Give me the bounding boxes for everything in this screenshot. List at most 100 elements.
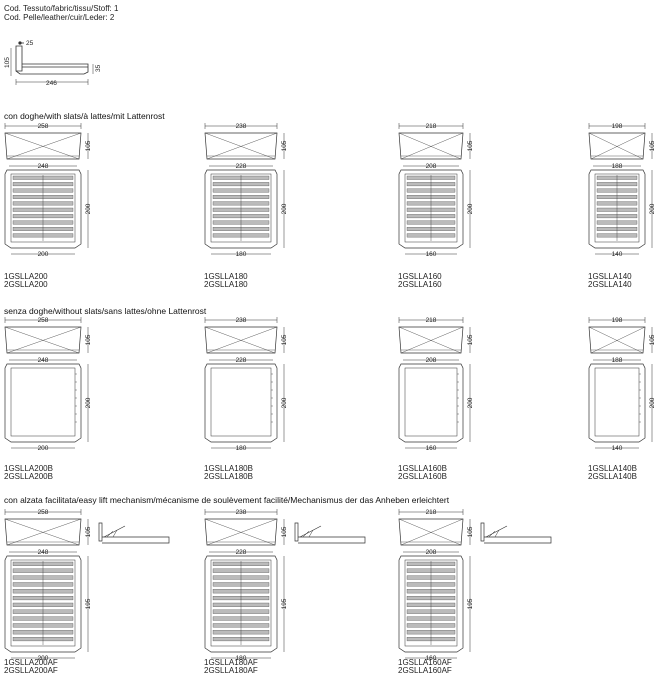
mattress-area [10,367,76,437]
lift-piston [494,529,500,538]
mattress-area [594,367,640,437]
headboard-diagonal [590,326,646,354]
top-width-label: 198 [612,123,623,130]
bed-frame-plan [4,169,82,249]
bed-slats-140 [588,123,653,255]
bed-frame-plan [398,363,464,443]
bed-frame-plan [398,555,464,653]
lift-piston [488,530,496,538]
top-width-label: 258 [38,123,49,130]
bed-frame-plan [204,555,278,653]
mattress-area [10,173,76,243]
headboard-diagonal [204,326,276,354]
depth-label: 105 [85,140,92,151]
headboard-diagonal [400,518,464,546]
lift-platform [103,525,126,538]
lift-piston [302,530,310,538]
side-length-label: 246 [46,80,57,87]
model-code: 1GSLLA200AF [4,658,58,667]
headboard-diagonal [4,326,80,354]
mattress-width-label: 140 [612,251,623,258]
top-width-label: 238 [236,123,247,130]
mattress-width-label: 180 [236,445,247,452]
inner-width-label: 248 [38,163,49,170]
model-code: 2GSLLA140B [588,472,637,481]
top-width-label: 258 [38,317,49,324]
bed-frame-plan [398,169,464,249]
depth-label: 105 [467,140,474,151]
leather-code: Cod. Pelle/leather/cuir/Leder: 2 [4,13,115,22]
model-code: 2GSLLA200B [4,472,53,481]
bed-frame-plan [204,363,278,443]
bed-plain-180 [204,317,285,449]
side-view [10,41,94,85]
top-width-label: 238 [236,509,247,516]
headboard-diagonal [206,518,278,546]
lift-headboard [294,522,299,542]
model-code: 2GSLLA160B [398,472,447,481]
headboard-diagonal [6,518,82,546]
bed-lift-180 [204,509,366,659]
model-code: 1GSLLA160AF [398,658,452,667]
depth-label: 105 [281,140,288,151]
top-width-label: 218 [426,317,437,324]
headboard-diagonal [6,132,82,160]
mattress-width-label: 200 [38,445,49,452]
bed-plain-200 [4,317,89,449]
length-label: 200 [467,203,474,214]
fabric-code: Cod. Tessuto/fabric/tissu/Stoff: 1 [4,4,119,13]
headboard-diagonal [398,132,462,160]
depth-label: 105 [85,334,92,345]
depth-label: 105 [467,526,474,537]
inner-width-label: 228 [236,357,247,364]
length-label: 200 [649,203,656,214]
mattress-width-label: 160 [426,655,437,662]
bed-slats-180 [204,123,285,255]
mattress-width-label: 160 [426,251,437,258]
length-label: 195 [467,598,474,609]
bed-lift-200 [4,509,170,659]
headboard-diagonal [588,132,644,160]
model-code: 2GSLLA140 [588,280,632,289]
depth-label: 105 [281,526,288,537]
mattress-area [210,367,272,437]
inner-width-label: 188 [612,163,623,170]
headboard-diagonal [398,518,462,546]
side-seat-depth-label: 25 [26,40,34,47]
mattress-width-label: 200 [38,251,49,258]
mattress-area [404,559,458,647]
headboard-diagonal [4,518,80,546]
model-code: 2GSLLA180 [204,280,248,289]
bed-frame-plan [588,169,646,249]
headboard-diagonal [4,132,80,160]
lift-frame [298,536,366,544]
lift-platform [299,525,322,538]
top-width-label: 238 [236,317,247,324]
mattress-area [210,173,272,243]
model-code: 1GSLLA200B [4,464,53,473]
headboard-diagonal [398,326,462,354]
depth-label: 105 [467,334,474,345]
section-title-easy-lift: con alzata facilitata/easy lift mechanis… [4,495,450,505]
model-code: 2GSLLA180B [204,472,253,481]
length-label: 200 [281,397,288,408]
mattress-width-label: 180 [236,251,247,258]
mattress-area [404,367,458,437]
inner-width-label: 208 [426,549,437,556]
model-code: 2GSLLA160 [398,280,442,289]
section-title-slats: con doghe/with slats/à lattes/mit Latten… [4,111,165,121]
headboard-diagonal [206,132,278,160]
depth-label: 105 [85,526,92,537]
bed-frame-plan [4,555,82,653]
length-label: 200 [85,203,92,214]
top-width-label: 258 [38,509,49,516]
depth-label: 105 [649,140,656,151]
mattress-width-label: 160 [426,445,437,452]
mattress-area [594,173,640,243]
length-label: 200 [281,203,288,214]
length-label: 200 [467,397,474,408]
model-code: 1GSLLA140 [588,272,632,281]
top-width-label: 218 [426,509,437,516]
model-code: 1GSLLA180B [204,464,253,473]
mattress-width-label: 180 [236,655,247,662]
